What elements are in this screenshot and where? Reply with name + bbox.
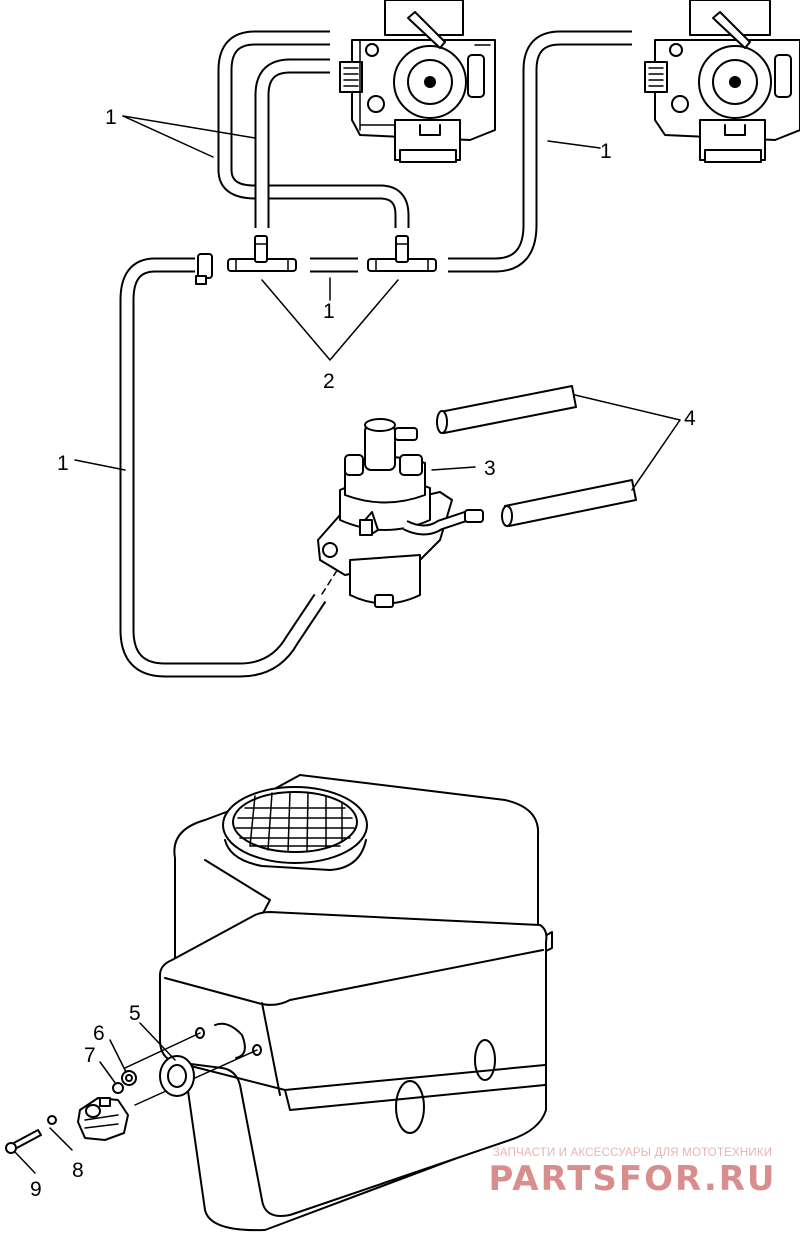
callout-tee-fittings: 2 <box>323 370 335 393</box>
carburetor-left <box>339 0 496 163</box>
callout-hose-top-left: 1 <box>105 106 117 129</box>
tee-fitting-right <box>367 235 437 272</box>
leader-lines <box>14 115 681 1174</box>
watermark-tagline: ЗАПЧАСТИ И АКСЕССУАРЫ ДЛЯ МОТОТЕХНИКИ <box>492 1147 773 1159</box>
callout-fuel-pump: 3 <box>484 457 496 480</box>
tee-fitting-left <box>227 235 297 272</box>
fuel-pump <box>317 418 484 608</box>
hose-clamp <box>195 253 213 285</box>
watermark: ЗАПЧАСТИ И АКСЕССУАРЫ ДЛЯ МОТОТЕХНИКИ PA… <box>470 1147 795 1199</box>
callout-hose-top-right: 1 <box>600 140 612 163</box>
carburetor-right <box>644 0 800 163</box>
callout-pulse-hoses: 4 <box>684 407 696 430</box>
watermark-logo: PARTSFOR.RU <box>488 1159 777 1199</box>
callout-washer-a: 7 <box>84 1044 96 1067</box>
fuel-tank <box>159 774 553 1232</box>
callout-grommet: 5 <box>129 1002 141 1025</box>
callout-screw: 9 <box>30 1178 42 1201</box>
callout-bushing: 6 <box>93 1022 105 1045</box>
callout-washer-b: 8 <box>72 1159 84 1182</box>
callout-labels: 1 1 1 1 2 3 4 5 6 7 8 9 <box>30 106 696 1201</box>
callout-hose-center: 1 <box>323 300 335 323</box>
pulse-hoses <box>436 385 637 527</box>
callout-hose-left: 1 <box>57 452 69 475</box>
fuel-valve-assembly <box>5 1032 258 1154</box>
vent-hoses <box>119 30 632 678</box>
